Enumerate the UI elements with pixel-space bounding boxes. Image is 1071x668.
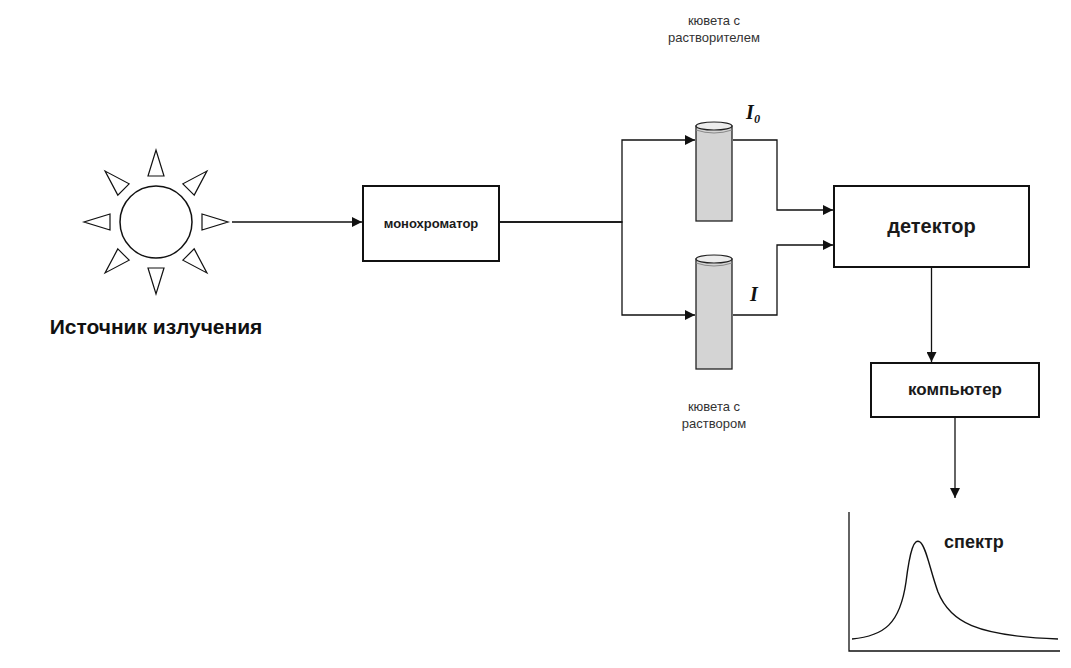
flow-arrow: [500, 222, 695, 315]
flow-arrow: [232, 221, 362, 222]
sun-ray: [202, 214, 228, 230]
cuvette-tube: [695, 120, 733, 222]
flow-arrow: [733, 245, 833, 315]
cuvette-label: кювета с раствором: [658, 398, 770, 432]
source-label: Источник излучения: [50, 315, 263, 339]
monochromator-box: монохроматор: [362, 185, 500, 262]
sun-disc: [120, 186, 192, 258]
sun-ray: [105, 171, 129, 195]
solvent-cuvette: кювета с растворителем: [695, 120, 733, 222]
plot-label: спектр: [944, 532, 1004, 553]
sun-ray: [183, 249, 207, 273]
spectrum-plot: спектр: [846, 498, 1062, 656]
cuvette-tube: [695, 253, 733, 370]
sun-ray: [183, 171, 207, 195]
solution-cuvette: кювета с раствором: [695, 253, 733, 370]
sun-symbol: [80, 145, 232, 299]
radiation-source: Источник излучения: [80, 145, 232, 299]
sun-ray: [84, 214, 110, 230]
sun-ray: [105, 249, 129, 273]
box-label: монохроматор: [384, 216, 479, 231]
computer-box: компьютер: [870, 362, 1040, 418]
flow-arrow: [500, 140, 695, 222]
flow-arrow: [733, 140, 833, 210]
box-label: детектор: [887, 215, 975, 238]
box-label: компьютер: [908, 380, 1002, 400]
flow-arrow: [954, 418, 955, 498]
intensity-label: I: [748, 283, 760, 306]
flow-arrow: [931, 268, 932, 362]
spectrum-graph: [846, 498, 1062, 656]
detector-box: детектор: [833, 185, 1030, 268]
sun-ray: [148, 268, 164, 294]
sun-ray: [148, 150, 164, 176]
cuvette-label: кювета с растворителем: [658, 12, 770, 46]
intensity-label: I₀: [744, 101, 763, 124]
